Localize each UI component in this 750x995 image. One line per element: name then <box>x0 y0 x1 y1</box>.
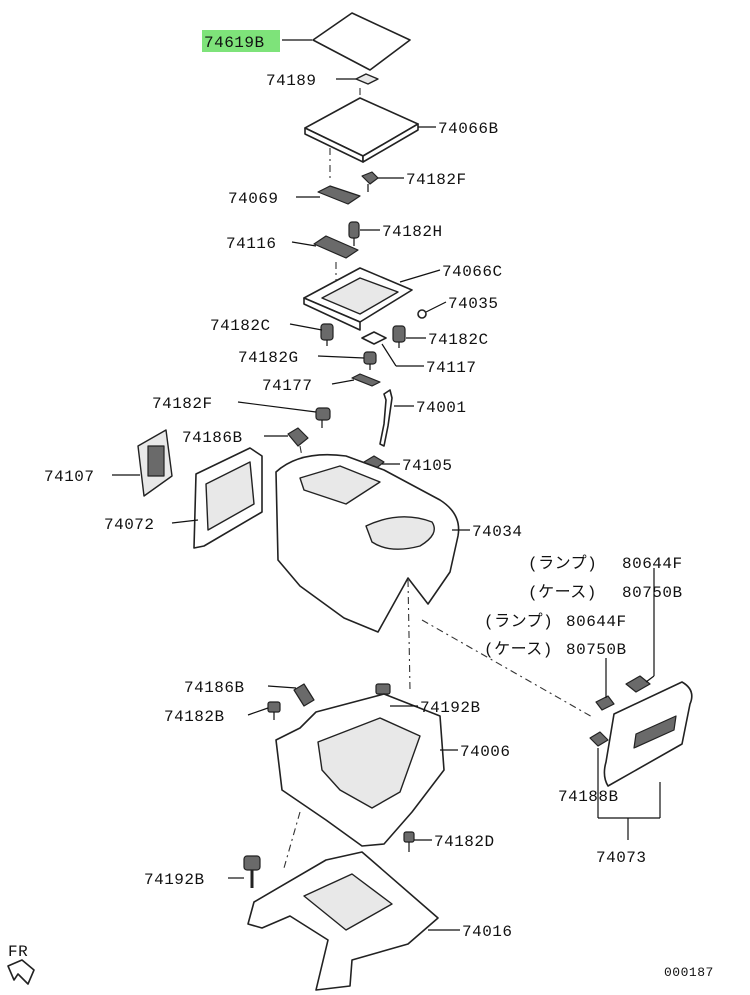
lamp-part-2 <box>595 695 615 711</box>
label-74066C[interactable]: 74066C <box>442 263 503 281</box>
label-74117[interactable]: 74117 <box>426 359 477 377</box>
retainer-part <box>287 427 309 447</box>
console-tray-part <box>299 465 381 505</box>
lamp-part-3 <box>589 731 609 747</box>
clip-part-6 <box>315 407 331 428</box>
diagram-code: 000187 <box>664 965 714 980</box>
label-74006[interactable]: 74006 <box>460 743 511 761</box>
label-74066B[interactable]: 74066B <box>438 120 499 138</box>
label-74182F-top[interactable]: 74182F <box>406 171 467 189</box>
label-74035[interactable]: 74035 <box>448 295 499 313</box>
mount-bracket-plate <box>303 873 393 931</box>
base-frame-inner <box>317 717 421 809</box>
retainer-part-2 <box>293 683 315 707</box>
lamp-part-1 <box>625 675 651 693</box>
cupholder-part <box>365 516 435 550</box>
mat-part <box>312 12 411 71</box>
clip-part-4 <box>392 325 406 348</box>
tray-frame-edge <box>303 297 361 331</box>
label-74072[interactable]: 74072 <box>104 516 155 534</box>
axis-line-5 <box>407 579 411 691</box>
label-74186B-low[interactable]: 74186B <box>184 679 245 697</box>
side-pocket-inner <box>205 461 255 531</box>
clip-part <box>361 171 379 192</box>
console-body-part <box>275 453 460 633</box>
axis-line-7 <box>283 811 301 869</box>
clip-part-8 <box>403 831 415 852</box>
label-80644F-1[interactable]: 80644F <box>622 555 683 573</box>
label-74182F-mid[interactable]: 74182F <box>152 395 213 413</box>
clip-part-2 <box>348 221 360 246</box>
label-74016[interactable]: 74016 <box>462 923 513 941</box>
label-74107[interactable]: 74107 <box>44 468 95 486</box>
clip-part-7 <box>267 701 281 720</box>
label-74619B[interactable]: 74619B <box>204 34 265 52</box>
label-74182B[interactable]: 74182B <box>164 708 225 726</box>
selected-part-highlight <box>202 30 280 52</box>
clip-part-5 <box>363 351 377 370</box>
front-arrow-icon <box>7 959 35 985</box>
label-74182H[interactable]: 74182H <box>382 223 443 241</box>
label-74069[interactable]: 74069 <box>228 190 279 208</box>
pad-part <box>355 73 379 85</box>
label-74192B-top[interactable]: 74192B <box>420 699 481 717</box>
strip-part <box>351 373 381 387</box>
label-74186B-top[interactable]: 74186B <box>182 429 243 447</box>
hinge-part-2 <box>313 235 359 259</box>
label-74182D[interactable]: 74182D <box>434 833 495 851</box>
label-case-2: (ケース) <box>484 640 553 659</box>
label-74073[interactable]: 74073 <box>596 849 647 867</box>
label-80644F-2[interactable]: 80644F <box>566 613 627 631</box>
lid-part <box>304 97 419 157</box>
label-74034[interactable]: 74034 <box>472 523 523 541</box>
hinge-part <box>317 185 361 205</box>
cable-part <box>379 389 393 447</box>
side-panel-detail <box>147 445 165 477</box>
label-74182C-right[interactable]: 74182C <box>428 331 489 349</box>
tray-frame-inner <box>321 277 399 315</box>
label-74182G[interactable]: 74182G <box>238 349 299 367</box>
axis-line-6 <box>421 619 595 719</box>
rear-panel-vent <box>633 715 677 749</box>
label-74192B-low[interactable]: 74192B <box>144 871 205 889</box>
clip-part-3 <box>320 323 334 346</box>
label-74189[interactable]: 74189 <box>266 72 317 90</box>
small-button-part <box>417 309 427 319</box>
label-74105[interactable]: 74105 <box>402 457 453 475</box>
lid-edge-right <box>362 123 419 163</box>
label-80750B-2[interactable]: 80750B <box>566 641 627 659</box>
label-74116[interactable]: 74116 <box>226 235 277 253</box>
label-74188B[interactable]: 74188B <box>558 788 619 806</box>
label-74001[interactable]: 74001 <box>416 399 467 417</box>
front-marker-label: FR <box>8 943 28 961</box>
label-80750B-1[interactable]: 80750B <box>622 584 683 602</box>
label-case-1: (ケース) <box>528 583 597 602</box>
label-74182C-left[interactable]: 74182C <box>210 317 271 335</box>
bracket-part <box>361 331 387 345</box>
label-lamp-2: (ランプ) <box>484 612 553 631</box>
label-74177[interactable]: 74177 <box>262 377 313 395</box>
bolt-part-2 <box>243 855 261 888</box>
label-lamp-1: (ランプ) <box>528 554 597 573</box>
